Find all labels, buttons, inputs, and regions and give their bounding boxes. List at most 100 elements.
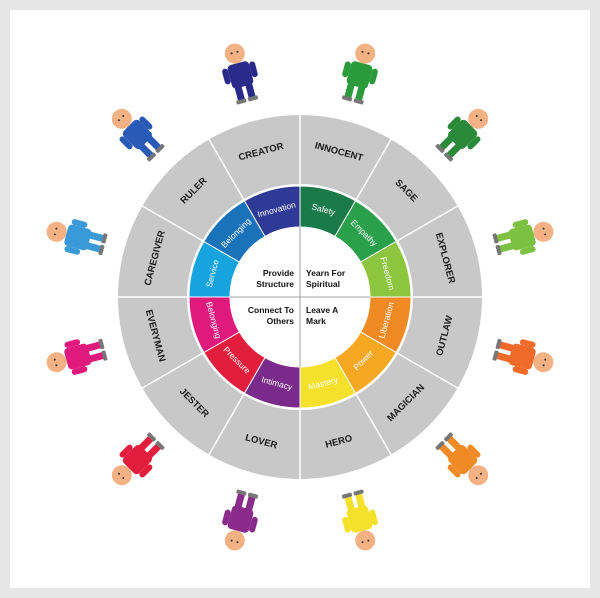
shoe — [101, 233, 108, 244]
arm — [512, 366, 529, 375]
body — [64, 224, 92, 251]
center-disc: Yearn For Spiritual Leave A Mark Connect… — [230, 227, 370, 367]
ring-divider — [208, 392, 246, 455]
arm — [222, 68, 231, 85]
eye — [117, 119, 120, 122]
eye — [480, 119, 483, 122]
eye — [542, 227, 545, 230]
arm — [249, 516, 258, 533]
everyman-figure-icon — [46, 338, 108, 375]
quadrant-label-line2: Others — [267, 316, 295, 326]
eye — [367, 539, 370, 542]
shoe — [495, 338, 502, 350]
shoe — [247, 492, 259, 499]
quadrant-label-line1: Yearn For — [306, 268, 346, 278]
head — [468, 465, 489, 486]
head — [533, 352, 554, 373]
shoe — [98, 338, 105, 350]
head — [355, 43, 376, 64]
shoe — [341, 95, 353, 102]
arm — [139, 464, 153, 478]
arm — [369, 68, 378, 85]
shoe — [247, 95, 259, 102]
arm — [222, 509, 231, 526]
body — [227, 61, 254, 89]
body — [448, 119, 478, 149]
arm — [447, 116, 461, 130]
eye — [544, 358, 547, 361]
head — [533, 221, 554, 242]
arm — [249, 61, 258, 78]
body — [122, 119, 152, 149]
shoe — [341, 492, 353, 499]
eye — [542, 364, 545, 367]
magician-figure-icon — [435, 432, 489, 486]
eye — [480, 472, 483, 475]
ring-divider — [142, 351, 205, 389]
quadrant-label-line2: Structure — [256, 279, 294, 289]
eye — [55, 364, 58, 367]
body — [508, 343, 536, 370]
head — [111, 465, 132, 486]
ring-divider — [395, 351, 458, 389]
innocent-figure-icon — [341, 43, 378, 105]
arm — [64, 339, 81, 348]
shoe — [492, 350, 499, 361]
lover-figure-icon — [222, 489, 259, 551]
arm — [119, 136, 133, 150]
shoe — [146, 152, 157, 162]
archetype-wheel: INNOCENTSAGEEXPLOREROUTLAWMAGICIANHEROLO… — [46, 43, 554, 551]
values-ring: SafetyEmpathyFreedomLiberationPowerMaste… — [188, 185, 412, 409]
head — [355, 530, 376, 551]
head — [224, 530, 245, 551]
quadrant-label-line1: Provide — [263, 268, 294, 278]
arm — [139, 116, 153, 130]
eye — [122, 477, 125, 480]
quadrant-label-line1: Leave A — [306, 305, 338, 315]
shoe — [353, 98, 364, 105]
eye — [53, 358, 56, 361]
head — [46, 221, 67, 242]
shoe — [146, 432, 157, 442]
ring-divider — [354, 139, 392, 202]
arm — [447, 464, 461, 478]
shoe — [435, 143, 445, 154]
shoe — [353, 489, 364, 496]
sage-figure-icon — [435, 108, 489, 162]
ring-divider — [395, 205, 458, 243]
arm — [519, 339, 536, 348]
body — [122, 445, 152, 475]
ruler-figure-icon — [111, 108, 165, 162]
eye — [236, 541, 239, 544]
eye — [122, 114, 125, 117]
arm — [467, 136, 481, 150]
arm — [342, 61, 351, 78]
shoe — [98, 244, 105, 256]
ring-divider — [142, 205, 205, 243]
shoe — [101, 350, 108, 361]
shoe — [495, 244, 502, 256]
body — [448, 445, 478, 475]
shoe — [155, 440, 165, 451]
eye — [361, 50, 364, 53]
head — [111, 108, 132, 129]
shoe — [236, 98, 247, 105]
jester-figure-icon — [111, 432, 165, 486]
arm — [71, 366, 88, 375]
arm — [519, 246, 536, 255]
explorer-figure-icon — [492, 219, 554, 256]
head — [224, 43, 245, 64]
shoe — [443, 432, 454, 442]
shoe — [236, 489, 247, 496]
eye — [230, 539, 233, 542]
head — [46, 352, 67, 373]
arm — [512, 219, 529, 228]
arm — [467, 444, 481, 458]
eye — [117, 472, 120, 475]
eye — [367, 52, 370, 55]
eye — [236, 50, 239, 53]
quadrant-label-line2: Mark — [306, 316, 326, 326]
ring-divider — [208, 139, 246, 202]
eye — [475, 477, 478, 480]
